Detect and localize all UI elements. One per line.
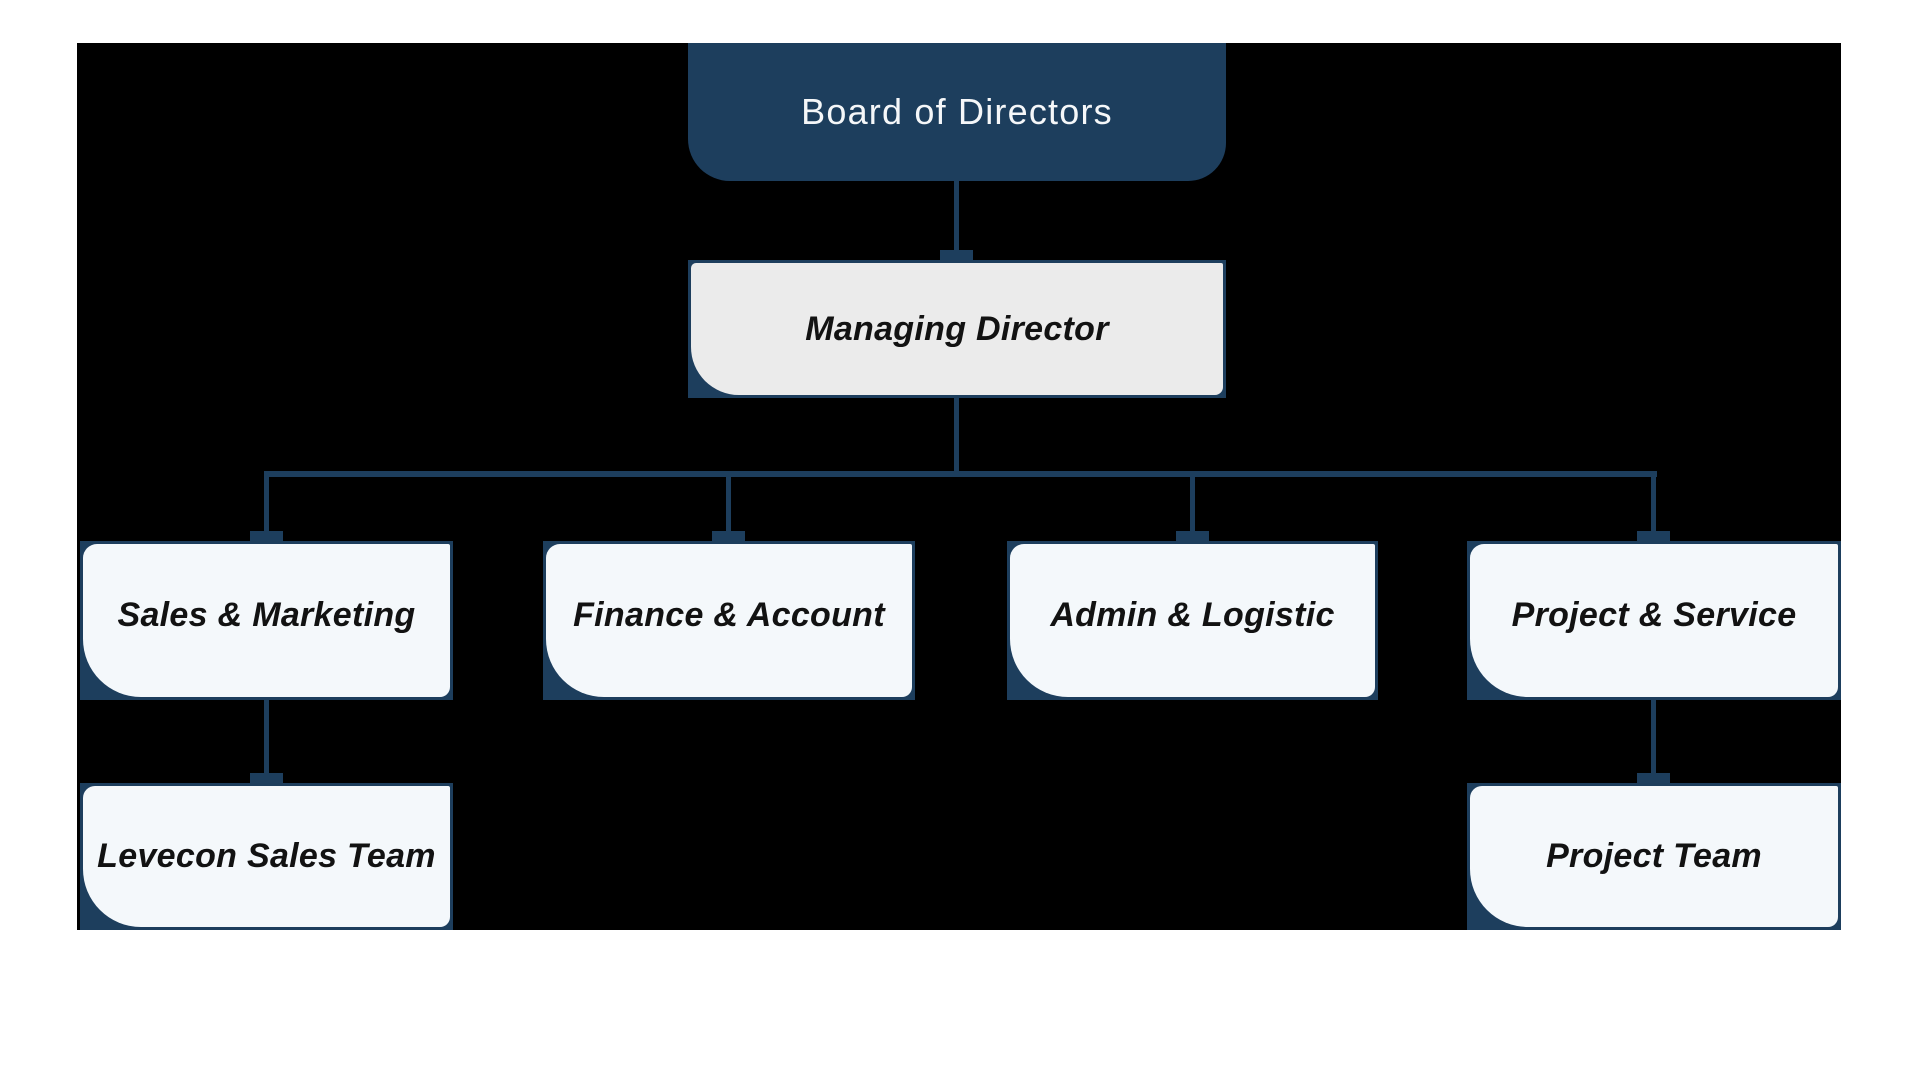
node-fill: Managing Director (691, 263, 1223, 395)
org-node-sales-marketing: Sales & Marketing (80, 541, 453, 700)
connector-tab-finance-account (712, 531, 745, 541)
connector-tab-managing-director (940, 250, 973, 260)
connector-drop-finance-account (726, 477, 731, 531)
org-node-label: Board of Directors (801, 91, 1113, 132)
org-node-label: Sales & Marketing (117, 596, 416, 634)
connector-drop-project-service (1651, 477, 1656, 531)
org-node-project-service: Project & Service (1467, 541, 1841, 700)
org-node-label: Finance & Account (573, 596, 885, 634)
org-node-admin-logistic: Admin & Logistic (1007, 541, 1378, 700)
node-fill: Project Team (1470, 786, 1838, 927)
node-fill: Admin & Logistic (1010, 544, 1375, 697)
org-node-label: Admin & Logistic (1050, 596, 1335, 634)
node-fill: Project & Service (1470, 544, 1838, 697)
node-fill: Finance & Account (546, 544, 912, 697)
connector-managing-director-stem (954, 398, 959, 474)
org-node-label: Project & Service (1511, 596, 1797, 634)
connector-drop-sales-marketing (264, 477, 269, 531)
org-node-managing-director: Managing Director (688, 260, 1226, 398)
org-node-levecon-sales-team: Levecon Sales Team (80, 783, 453, 930)
org-node-board-of-directors: Board of Directors (688, 43, 1226, 181)
org-node-finance-account: Finance & Account (543, 541, 915, 700)
connector-project-service-to-project-team (1651, 700, 1656, 773)
node-fill: Levecon Sales Team (83, 786, 450, 927)
org-node-project-team: Project Team (1467, 783, 1841, 930)
org-node-label: Project Team (1546, 837, 1762, 875)
connector-departments-bar (264, 471, 1657, 477)
chart-canvas: Board of Directors Managing Director Sal… (77, 43, 1841, 930)
connector-tab-levecon (250, 773, 283, 783)
connector-board-to-managing-director (954, 181, 959, 250)
org-node-label: Managing Director (805, 309, 1109, 348)
node-fill: Sales & Marketing (83, 544, 450, 697)
connector-tab-project-service (1637, 531, 1670, 541)
connector-tab-project-team (1637, 773, 1670, 783)
org-node-label: Levecon Sales Team (97, 837, 436, 875)
connector-tab-sales-marketing (250, 531, 283, 541)
connector-sales-to-levecon (264, 700, 269, 773)
connector-drop-admin-logistic (1190, 477, 1195, 531)
connector-tab-admin-logistic (1176, 531, 1209, 541)
